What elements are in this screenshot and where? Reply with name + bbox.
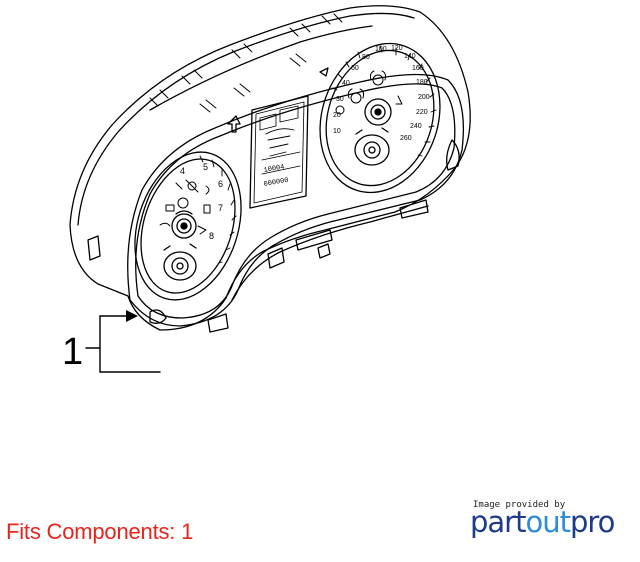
- left-gauge-number: 7: [218, 203, 223, 213]
- right-gauge-number: 120: [391, 45, 403, 52]
- cluster-housing: [69, 5, 471, 331]
- right-gauge-number: 140: [404, 53, 416, 60]
- mounting-tabs: [87, 139, 460, 333]
- left-arrow-mark: [227, 115, 241, 133]
- brand-part: part: [470, 505, 526, 539]
- callout-bracket: [85, 315, 161, 373]
- left-gauge-number: 5: [203, 162, 208, 172]
- left-gauge-number: 6: [218, 179, 223, 189]
- left-warning-symbols: [159, 179, 211, 235]
- left-gauge-number: 8: [209, 231, 214, 241]
- bottom-trim: [231, 205, 429, 301]
- right-gauge-number: 80: [362, 54, 370, 61]
- right-gauge-number: 260: [400, 135, 412, 142]
- left-gauge: [134, 151, 242, 301]
- front-bezel: [127, 73, 465, 327]
- left-gauge-number: 4: [180, 166, 185, 176]
- image-provided-by-text: Image provided by: [473, 500, 566, 510]
- centre-display: [249, 95, 309, 209]
- brand-pro: pro: [569, 505, 615, 539]
- left-needle-hub: [171, 213, 197, 239]
- callout-number: 1: [62, 331, 83, 373]
- display-readout-odometer: 000000: [263, 177, 289, 189]
- partoutpro-logo: partoutpro: [470, 505, 615, 539]
- top-vent-ribs: [149, 13, 343, 113]
- right-gauge-number: 40: [342, 80, 350, 87]
- right-gauge-number: 180: [416, 79, 428, 86]
- right-gauge-number: 100: [375, 46, 387, 53]
- callout-arrowhead: [126, 310, 138, 322]
- right-gauge-number: 60: [351, 65, 359, 72]
- housing-inner-edge: [77, 12, 415, 226]
- right-gauge-number: 220: [416, 109, 428, 116]
- right-warning-symbols: [335, 70, 403, 115]
- right-gauge-number: 240: [410, 123, 422, 130]
- right-gauge-number: 10: [333, 128, 341, 135]
- top-ridge: [149, 25, 373, 111]
- right-needle-hub: [364, 98, 392, 126]
- right-gauge-number: 160: [412, 65, 424, 72]
- instrument-cluster-illustration: 1 5 6 7 8 4 40 60 80 100 120 140 160 180…: [62, 5, 471, 373]
- right-gauge-number: 20: [333, 112, 341, 119]
- fits-components-text: Fits Components: 1: [6, 519, 194, 544]
- display-readout-trip: 10004: [263, 163, 285, 175]
- right-gauge-number: 200: [418, 94, 430, 101]
- brand-out: out: [525, 505, 570, 539]
- right-arrow-mark: [319, 67, 329, 77]
- right-gauge: [319, 42, 441, 194]
- right-gauge-number: 30: [336, 96, 344, 103]
